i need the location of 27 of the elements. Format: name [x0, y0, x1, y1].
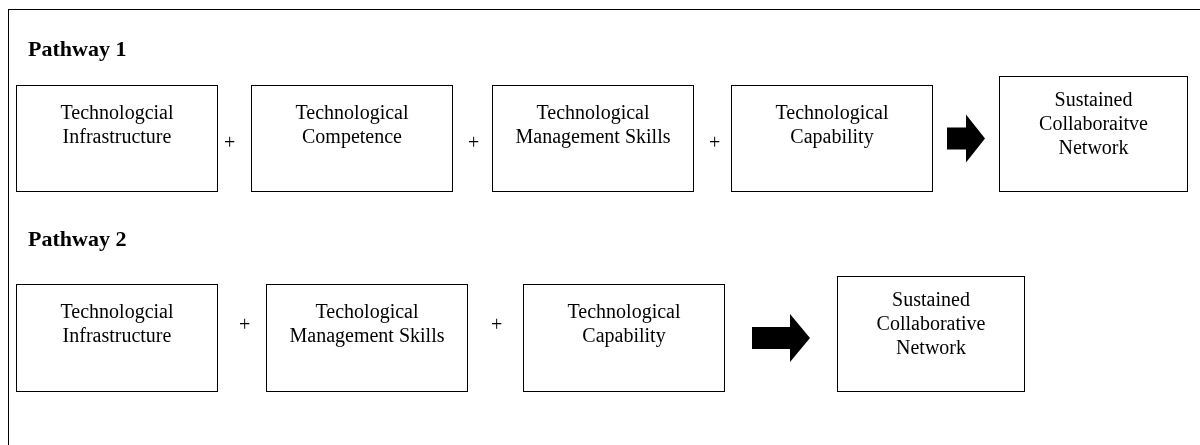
plus-sign: +	[491, 313, 503, 336]
pathway-heading: Pathway 2	[28, 226, 127, 252]
box-label: Technological Management Skills	[514, 100, 672, 148]
box-label: Technologcial Infrastructure	[59, 100, 175, 148]
box-label: Sustained Collaborative Network	[875, 287, 987, 359]
process-box	[266, 284, 468, 392]
box-label: Sustained Collaboraitve Network	[1038, 87, 1149, 159]
pathway-heading: Pathway 1	[28, 36, 127, 62]
plus-sign: +	[468, 131, 480, 154]
box-label: Techological Management Skills	[288, 299, 446, 347]
process-box	[523, 284, 725, 392]
process-box	[16, 284, 218, 392]
process-box	[251, 85, 453, 192]
plus-sign: +	[239, 313, 251, 336]
block-arrow	[947, 114, 985, 163]
box-label: Technologcial Infrastructure	[59, 299, 175, 347]
process-box	[16, 85, 218, 192]
block-arrow	[752, 314, 810, 362]
process-box	[731, 85, 933, 192]
process-box	[999, 76, 1188, 192]
box-label: Technological Capability	[774, 100, 890, 148]
process-box	[837, 276, 1025, 392]
plus-sign: +	[224, 131, 236, 154]
plus-sign: +	[709, 131, 721, 154]
box-label: Technological Capability	[566, 299, 682, 347]
process-box	[492, 85, 694, 192]
box-label: Technological Competence	[294, 100, 410, 148]
